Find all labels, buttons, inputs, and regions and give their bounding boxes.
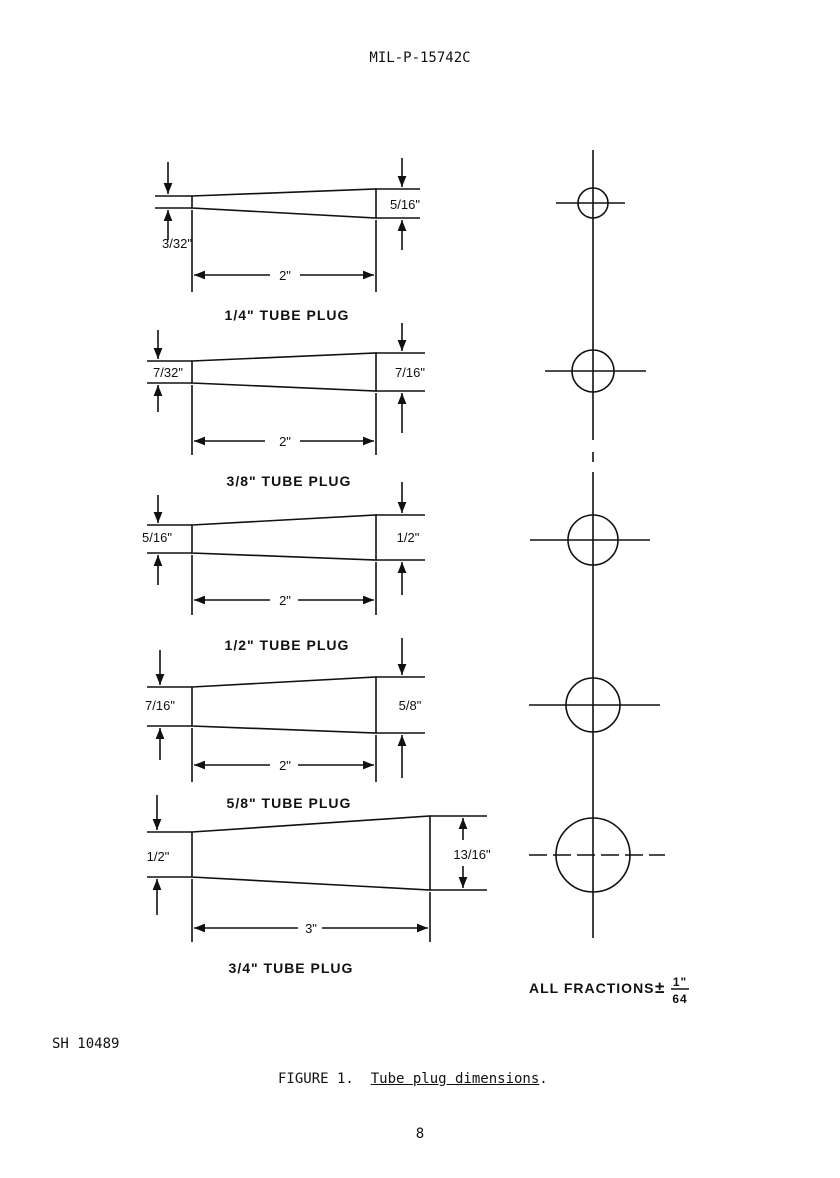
- tolerance-text: ALL FRACTIONS: [529, 980, 655, 996]
- plug-name: 5/8" TUBE PLUG: [227, 795, 352, 811]
- plug-name: 1/2" TUBE PLUG: [225, 637, 350, 653]
- plug-three-eighths-inch: 2" 7/32" 7/16" 3/8" TUBE PLUG: [147, 323, 425, 489]
- length-label: 3": [305, 921, 317, 936]
- document-number: MIL-P-15742C: [369, 50, 471, 66]
- length-label: 2": [279, 758, 291, 773]
- large-diameter-label: 7/16": [395, 365, 425, 380]
- plug-outline: [191, 815, 431, 891]
- plug-outline: [191, 188, 377, 219]
- small-diameter-label: 1/2": [147, 849, 170, 864]
- large-diameter-label: 13/16": [453, 847, 491, 862]
- plug-name: 3/8" TUBE PLUG: [227, 473, 352, 489]
- tolerance-denominator: 64: [672, 992, 687, 1006]
- large-diameter-label: 5/16": [390, 197, 420, 212]
- plug-three-quarter-inch: 3" 1/2" 13/16" 3/4" TUBE PLUG: [147, 795, 491, 976]
- plug-outline: [191, 352, 377, 392]
- tolerance-numerator: 1": [673, 975, 687, 989]
- page-number: 8: [415, 1126, 425, 1142]
- small-diameter-label: 7/16": [145, 698, 175, 713]
- plug-outline: [191, 676, 377, 734]
- large-diameter-label: 5/8": [399, 698, 422, 713]
- source-id: SH 10489: [52, 1036, 120, 1052]
- small-diameter-label: 3/32": [162, 236, 192, 251]
- caption-prefix: FIGURE 1.: [278, 1071, 354, 1087]
- plug-half-inch: 2" 5/16" 1/2" 1/2" TUBE PLUG: [142, 482, 425, 653]
- plug-outline: [191, 514, 377, 561]
- caption-end: .: [539, 1071, 548, 1087]
- length-label: 2": [279, 434, 291, 449]
- length-label: 2": [279, 593, 291, 608]
- tolerance-note: ALL FRACTIONS ± 1" 64: [529, 975, 689, 1006]
- caption-title: Tube plug dimensions: [370, 1071, 540, 1087]
- length-label: 2": [279, 268, 291, 283]
- small-diameter-label: 5/16": [142, 530, 172, 545]
- plug-quarter-inch: 2" 3/32" 5/16" 1/4" TUBE PLUG: [155, 158, 420, 323]
- plug-name: 3/4" TUBE PLUG: [229, 960, 354, 976]
- small-diameter-label: 7/32": [153, 365, 183, 380]
- large-diameter-label: 1/2": [397, 530, 420, 545]
- plus-minus-sign: ±: [655, 978, 665, 997]
- plug-name: 1/4" TUBE PLUG: [225, 307, 350, 323]
- end-view-circles: [529, 150, 665, 938]
- plug-five-eighths-inch: 2" 7/16" 5/8" 5/8" TUBE PLUG: [145, 638, 425, 811]
- figure-caption: FIGURE 1. Tube plug dimensions.: [278, 1071, 548, 1087]
